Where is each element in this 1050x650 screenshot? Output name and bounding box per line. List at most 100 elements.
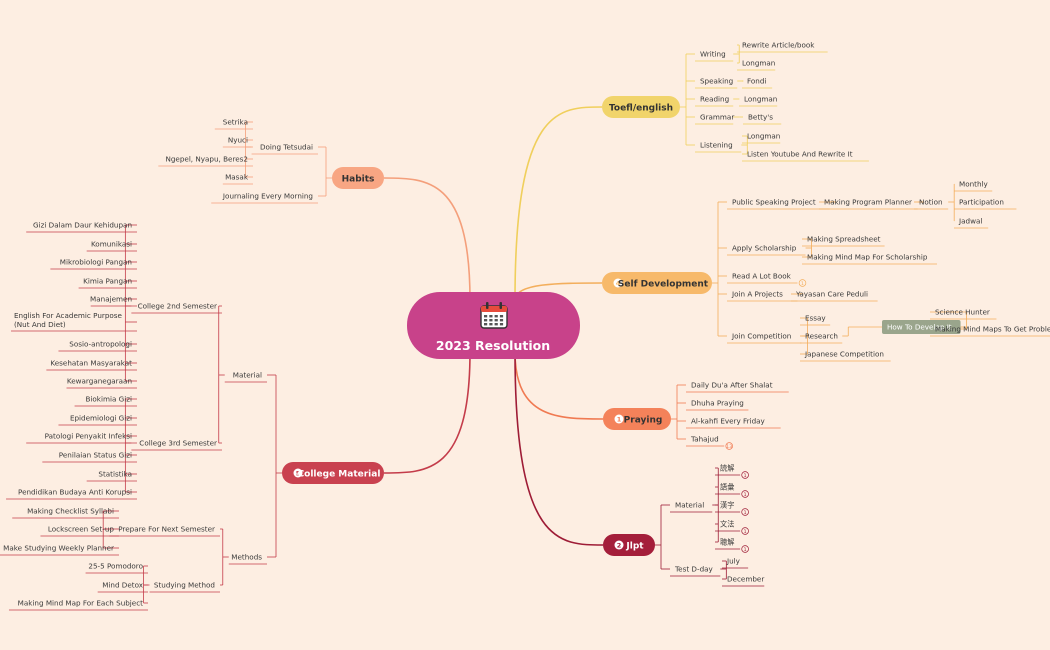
collapsed-count-marker[interactable]: 1 xyxy=(741,527,749,535)
topic-monthly[interactable]: Monthly xyxy=(959,180,989,189)
topic-kesehatan-masyarakat[interactable]: Kesehatan Masyarakat xyxy=(50,359,132,368)
topic-25-5-pomodoro[interactable]: 25-5 Pomodoro xyxy=(88,562,143,571)
topic-apply-scholarship[interactable]: Apply Scholarship xyxy=(732,244,797,253)
topic-methods[interactable]: Methods xyxy=(231,553,262,562)
topic-manajemen[interactable]: Manajemen xyxy=(90,295,132,304)
collapsed-count-marker[interactable]: 13 xyxy=(725,442,733,450)
topic-studying-method[interactable]: Studying Method xyxy=(154,581,215,590)
topic-doing-tetsudai[interactable]: Doing Tetsudai xyxy=(260,143,313,152)
topic-kimia-pangan[interactable]: Kimia Pangan xyxy=(83,277,132,286)
topic-kewarganegaraan[interactable]: Kewarganegaraan xyxy=(67,377,132,386)
topic-japanese-competition[interactable]: Japanese Competition xyxy=(804,350,884,359)
topic-node[interactable]: 漢字1 xyxy=(720,501,749,516)
topic-participation[interactable]: Participation xyxy=(959,198,1004,207)
topic-statistika[interactable]: Statistika xyxy=(98,470,132,479)
topic-al-kahfi-every-friday[interactable]: Al-kahfi Every Friday xyxy=(691,417,766,426)
topic-making-mind-maps-to-get-problem[interactable]: Making Mind Maps To Get Problem xyxy=(935,325,1050,334)
topic-writing[interactable]: Writing xyxy=(700,50,726,59)
topic-notion[interactable]: Notion xyxy=(919,198,943,207)
topic-research[interactable]: Research xyxy=(805,332,838,341)
topic-making-program-planner[interactable]: Making Program Planner xyxy=(824,198,912,207)
topic-label: Doing Tetsudai xyxy=(260,143,313,152)
topic-nyuci[interactable]: Nyuci xyxy=(228,136,248,145)
topic-science-hunter[interactable]: Science Hunter xyxy=(935,308,990,317)
topic-longman[interactable]: Longman xyxy=(742,59,775,68)
topic-ngepel-nyapu-beres2[interactable]: Ngepel, Nyapu, Beres2 xyxy=(165,155,248,164)
collapsed-count-marker[interactable]: 1 xyxy=(741,508,749,516)
topic-node[interactable]: 読解1 xyxy=(720,464,749,479)
topic-penilaian-status-gizi[interactable]: Penilaian Status Gizi xyxy=(59,451,132,460)
topic-setrika[interactable]: Setrika xyxy=(223,118,248,127)
topic-speaking[interactable]: Speaking xyxy=(700,77,733,86)
topic-yayasan-care-peduli[interactable]: Yayasan Care Peduli xyxy=(795,290,868,299)
topic-grammar[interactable]: Grammar xyxy=(700,113,734,122)
topic-node[interactable]: 聴解1 xyxy=(720,538,749,553)
topic-public-speaking-project[interactable]: Public Speaking Project xyxy=(732,198,816,207)
collapsed-count-marker[interactable]: 1 xyxy=(741,545,749,553)
topic-patologi-penyakit-infeksi[interactable]: Patologi Penyakit Infeksi xyxy=(45,432,132,441)
topic-epidemiologi-gizi[interactable]: Epidemiologi Gizi xyxy=(70,414,132,423)
topic-listening[interactable]: Listening xyxy=(700,141,733,150)
topic-college-3rd-semester[interactable]: College 3rd Semester xyxy=(139,439,217,448)
topic-making-checklist-syllabi[interactable]: Making Checklist Syllabi xyxy=(27,507,114,516)
branch-habits[interactable]: Habits xyxy=(332,167,384,189)
topic-label: Mind Detox xyxy=(102,581,144,590)
topic-pendidikan-budaya-anti-korupsi[interactable]: Pendidikan Budaya Anti Korupsi xyxy=(18,488,132,497)
topic-make-studying-weekly-planner[interactable]: Make Studying Weekly Planner xyxy=(3,544,114,553)
topic-material[interactable]: Material xyxy=(675,501,704,510)
topic-masak[interactable]: Masak xyxy=(225,173,249,182)
topic-longman[interactable]: Longman xyxy=(744,95,777,104)
topic-material[interactable]: Material xyxy=(233,371,262,380)
topic-join-competition[interactable]: Join Competition xyxy=(731,332,791,341)
topic-label: Read A Lot Book xyxy=(732,272,792,281)
topic-betty-s[interactable]: Betty's xyxy=(748,113,773,122)
collapsed-count-marker[interactable]: 1 xyxy=(798,279,807,287)
topic-label: Nyuci xyxy=(228,136,248,145)
topic-how-to-develop-it[interactable]: How To Develop It xyxy=(882,320,961,334)
topic-biokimia-gizi[interactable]: Biokimia Gizi xyxy=(85,395,132,404)
topic-fondi[interactable]: Fondi xyxy=(747,77,766,86)
topic-making-mind-map-for-scholarship[interactable]: Making Mind Map For Scholarship xyxy=(807,253,928,262)
collapsed-count-marker[interactable]: 1 xyxy=(741,490,749,498)
topic-komunikasi[interactable]: Komunikasi xyxy=(91,240,132,249)
topic-listen-youtube-and-rewrite-it[interactable]: Listen Youtube And Rewrite It xyxy=(747,150,853,159)
topic-essay[interactable]: Essay xyxy=(805,314,826,323)
topic-node[interactable]: 文法1 xyxy=(720,520,749,535)
topic-college-2nd-semester[interactable]: College 2nd Semester xyxy=(138,302,217,311)
topic-read-a-lot-book[interactable]: Read A Lot Book 1 xyxy=(732,272,807,287)
topic-mikrobiologi-pangan[interactable]: Mikrobiologi Pangan xyxy=(60,258,132,267)
topic-making-mind-map-for-each-subject[interactable]: Making Mind Map For Each Subject xyxy=(18,599,144,608)
topic-july[interactable]: July xyxy=(726,557,741,566)
topic-join-a-projects[interactable]: Join A Projects xyxy=(731,290,783,299)
topic-lockscreen-set-up[interactable]: Lockscreen Set-up xyxy=(48,525,115,534)
topic-journaling-every-morning[interactable]: Journaling Every Morning xyxy=(222,192,313,201)
topic-test-d-day[interactable]: Test D-day xyxy=(674,565,714,574)
connector-layer xyxy=(0,44,1050,611)
central-topic[interactable]: 2023 Resolution xyxy=(407,292,580,359)
collapsed-count-marker[interactable]: 1 xyxy=(741,471,749,479)
svg-text:1: 1 xyxy=(801,281,804,287)
topic-reading[interactable]: Reading xyxy=(700,95,729,104)
topic-sosio-antropologi[interactable]: Sosio-antropologi xyxy=(69,340,132,349)
topic-gizi-dalam-daur-kehidupan[interactable]: Gizi Dalam Daur Kehidupan xyxy=(33,221,132,230)
topic-dhuha-praying[interactable]: Dhuha Praying xyxy=(691,399,744,408)
topic-making-spreadsheet[interactable]: Making Spreadsheet xyxy=(807,235,881,244)
topic-longman[interactable]: Longman xyxy=(747,132,780,141)
topic-node[interactable]: 語彙1 xyxy=(720,483,749,498)
topic-label: Manajemen xyxy=(90,295,132,304)
topic-jadwal[interactable]: Jadwal xyxy=(958,217,982,226)
topic-label: How To Develop It xyxy=(887,323,952,332)
topic-daily-du-a-after-shalat[interactable]: Daily Du'a After Shalat xyxy=(691,381,773,390)
topic-rewrite-article-book[interactable]: Rewrite Article/book xyxy=(742,41,815,50)
topic-prepare-for-next-semester[interactable]: Prepare For Next Semester xyxy=(118,525,215,534)
topic-december[interactable]: December xyxy=(727,575,764,584)
topic-mind-detox[interactable]: Mind Detox xyxy=(102,581,144,590)
topic-english-for-academic-purpose-nut-and-diet[interactable]: English For Academic Purpose(Nut And Die… xyxy=(14,311,123,329)
branch-toefl[interactable]: Toefl/english xyxy=(602,96,680,118)
topic-label: Biokimia Gizi xyxy=(85,395,132,404)
